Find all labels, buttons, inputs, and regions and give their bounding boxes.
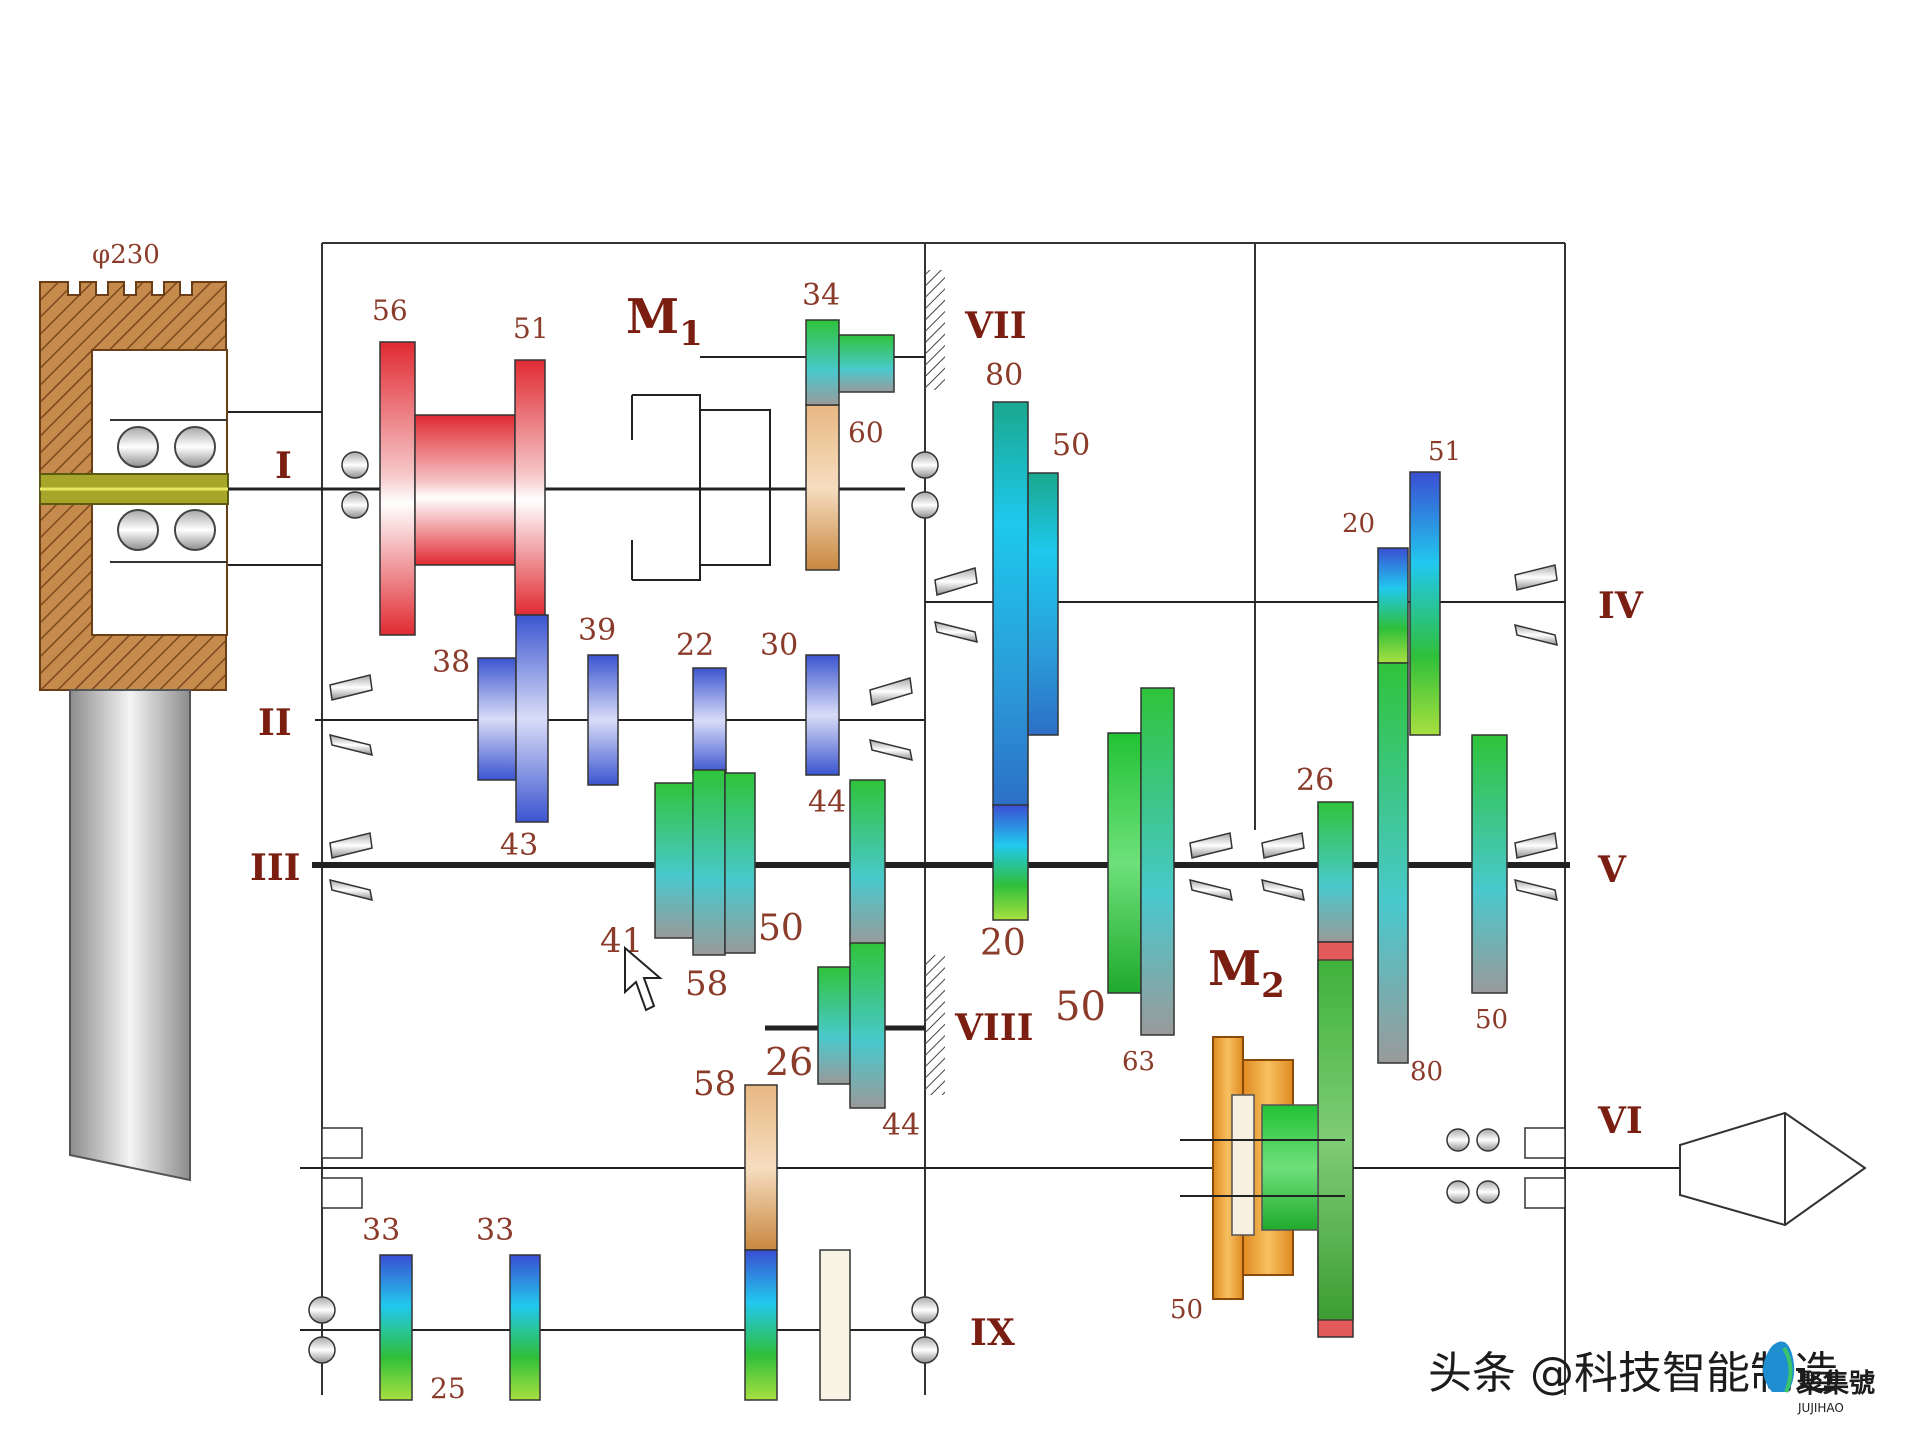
gear-labels: 56 51 34 60 80 50 51 20 38 39 22 30 43 4… — [362, 278, 1508, 1405]
gear-41 — [654, 782, 694, 939]
gear-26-viii — [817, 966, 851, 1085]
label-22: 22 — [676, 628, 714, 663]
label-51: 51 — [513, 312, 549, 345]
gear-34 — [805, 319, 840, 406]
label-50a: 50 — [1052, 428, 1090, 463]
gear-34-mate — [838, 334, 895, 393]
gear-80-lower — [992, 804, 1029, 921]
label-30: 30 — [760, 628, 798, 663]
shaft-label-VII: VII — [964, 305, 1027, 347]
input-pulley — [39, 281, 229, 691]
label-51b: 51 — [1428, 437, 1461, 467]
bearings — [308, 451, 1566, 1364]
label-43: 43 — [500, 828, 538, 863]
watermark-logo: 聚集號 JUJIHAO — [1763, 1341, 1875, 1415]
clutch-m1-label: M1 — [626, 289, 703, 354]
label-39: 39 — [578, 613, 616, 648]
label-80: 80 — [985, 358, 1023, 393]
logo-text-en: JUJIHAO — [1797, 1401, 1844, 1415]
shaft-label-II: II — [258, 702, 292, 744]
shaft-label-IX: IX — [970, 1312, 1015, 1354]
gears — [379, 319, 1508, 1401]
shaft-label-IV: IV — [1598, 585, 1644, 627]
shaft-label-III: III — [250, 847, 301, 889]
drive-belt — [69, 689, 191, 1182]
gear-50-v — [1107, 732, 1142, 994]
gear-39 — [587, 654, 619, 786]
gear-22 — [692, 667, 727, 774]
label-58b: 58 — [693, 1064, 736, 1104]
mouse-cursor-icon — [624, 945, 663, 1012]
gear-26-v — [1317, 801, 1354, 943]
gear-58-iii — [692, 769, 726, 956]
clutch-m2 — [1180, 1036, 1345, 1300]
gear-58-vi — [744, 1084, 778, 1251]
gear-33-a — [379, 1254, 413, 1401]
shaft-label-V: V — [1597, 849, 1627, 891]
gear-20-iv — [1377, 547, 1409, 664]
spindle-sleeve — [819, 1249, 851, 1401]
label-50b: 50 — [758, 908, 804, 949]
label-26b: 26 — [765, 1040, 813, 1084]
label-25: 25 — [430, 1372, 466, 1405]
spindle-nose — [1679, 1111, 1867, 1227]
gear-56-hub — [414, 414, 516, 566]
label-63: 63 — [1122, 1047, 1155, 1077]
label-38: 38 — [432, 645, 470, 680]
gear-50-right — [1471, 734, 1508, 994]
label-44a: 44 — [808, 785, 846, 820]
gear-33-b — [509, 1254, 541, 1401]
gear-30 — [805, 654, 840, 776]
label-50d: 50 — [1475, 1005, 1508, 1035]
fixed-walls — [925, 270, 945, 1095]
label-34: 34 — [802, 278, 840, 313]
logo-text-cn: 聚集號 — [1796, 1368, 1875, 1399]
gear-43 — [515, 614, 549, 823]
label-60: 60 — [848, 416, 884, 449]
label-33a: 33 — [362, 1213, 400, 1248]
label-56: 56 — [372, 294, 408, 327]
label-20a: 20 — [1342, 509, 1375, 539]
gear-56 — [379, 341, 416, 636]
clutch-m2-label: M2 — [1208, 941, 1285, 1006]
gear-44-viii — [849, 942, 886, 1109]
label-33b: 33 — [476, 1213, 514, 1248]
gear-58-vi-low — [744, 1249, 778, 1401]
gear-60 — [805, 404, 840, 571]
gear-63 — [1140, 687, 1175, 1036]
label-41: 41 — [600, 921, 643, 961]
gear-44-iii — [849, 779, 886, 946]
shaft-label-I: I — [275, 445, 292, 487]
shaft-labels: I II III IV V VI VII VIII IX — [250, 305, 1644, 1354]
gear-80-v — [1377, 662, 1409, 1064]
gear-51 — [514, 359, 546, 616]
label-50e: 50 — [1170, 1295, 1203, 1325]
gear-38 — [477, 657, 517, 781]
label-80b: 80 — [1410, 1057, 1443, 1087]
clutch-m1 — [631, 394, 771, 581]
shaft-label-VIII: VIII — [954, 1007, 1033, 1049]
label-26a: 26 — [1296, 763, 1334, 798]
label-58a: 58 — [685, 964, 728, 1004]
gear-51-iv — [1409, 471, 1441, 736]
gear-50-iv — [1027, 472, 1059, 736]
gear-80-iv — [992, 401, 1029, 808]
shaft-label-VI: VI — [1597, 1100, 1643, 1142]
label-44b: 44 — [882, 1108, 920, 1143]
label-50c: 50 — [1055, 984, 1106, 1030]
pulley-diameter-label: φ230 — [92, 240, 160, 270]
label-20b: 20 — [980, 923, 1026, 964]
gear-50-iii — [724, 772, 756, 954]
